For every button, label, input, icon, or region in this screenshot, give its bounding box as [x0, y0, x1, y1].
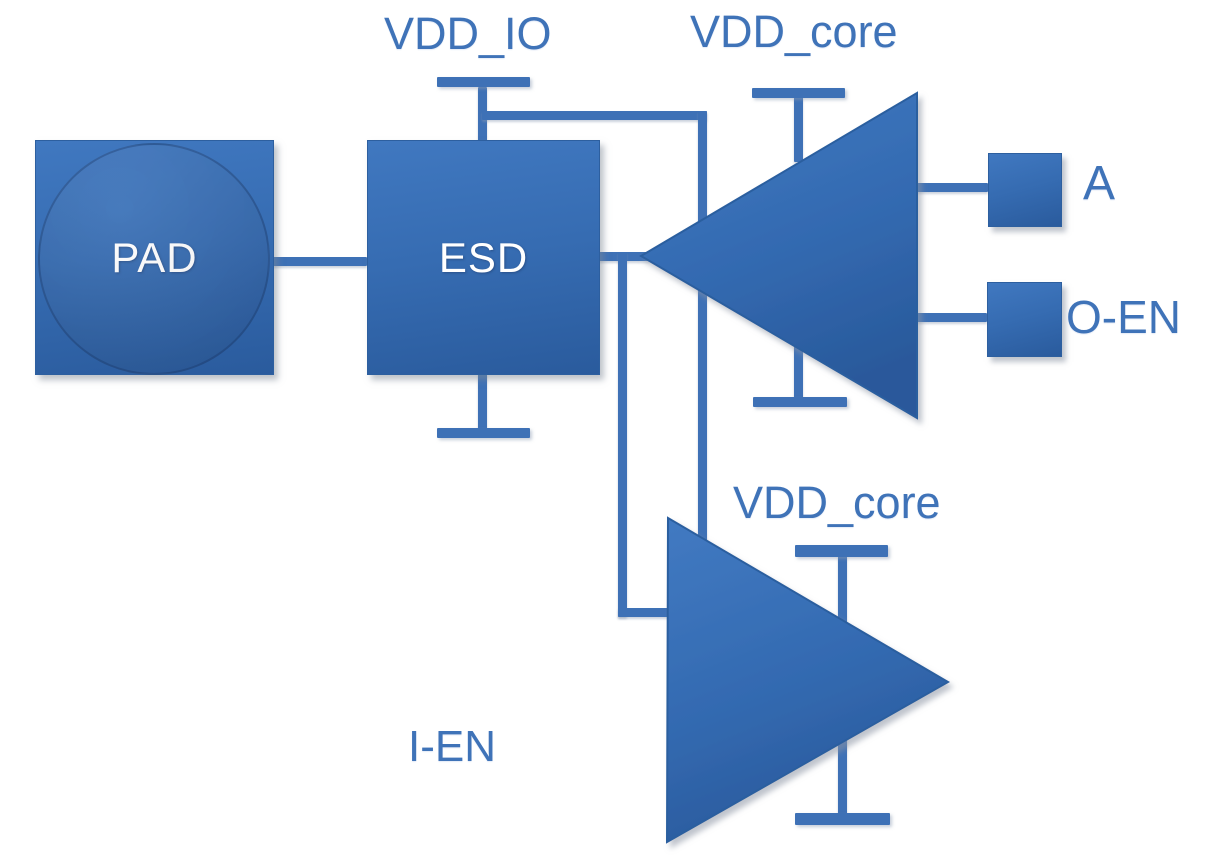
vdd-io-rail-bar [437, 77, 530, 87]
output-driver-triangle [639, 91, 918, 420]
wire-top-branch-horizontal [482, 111, 707, 120]
input-buffer-triangle [665, 516, 950, 844]
output-driver-ground-bar [753, 397, 847, 407]
esd-label: ESD [438, 233, 529, 281]
port-oen-box [987, 282, 1062, 357]
i-en-label: I-EN [408, 722, 496, 771]
pad-block: PAD [35, 140, 274, 375]
wire-output-driver-supply-stem [794, 96, 803, 162]
esd-block: ESD [367, 140, 600, 375]
wire-input-buffer-supply-stem [838, 555, 847, 623]
output-driver-supply-bar [752, 88, 845, 98]
vdd-io-label: VDD_IO [384, 8, 552, 59]
port-oen-label: O-EN [1066, 291, 1181, 343]
wire-to-input-buffer-horizontal [618, 608, 673, 617]
wire-input-buffer-ground-stem [838, 738, 847, 818]
vdd-core-bottom-label: VDD_core [733, 477, 941, 528]
input-buffer-supply-bar [795, 545, 888, 557]
pad-circle-icon [38, 143, 270, 375]
wire-esd-ground-stem [478, 373, 487, 434]
port-a-box [988, 153, 1062, 227]
wire-pad-to-esd [272, 257, 367, 266]
wire-esd-node-vertical [618, 252, 627, 617]
port-a-label: A [1083, 157, 1116, 210]
wire-driver-to-a [917, 183, 988, 192]
wire-driver-to-oen [917, 313, 987, 322]
wire-output-driver-ground-stem [794, 345, 803, 402]
wire-enable-vertical [698, 111, 707, 551]
esd-ground-bar [437, 428, 530, 438]
vdd-core-top-label: VDD_core [690, 6, 898, 57]
input-buffer-ground-bar [795, 813, 890, 825]
